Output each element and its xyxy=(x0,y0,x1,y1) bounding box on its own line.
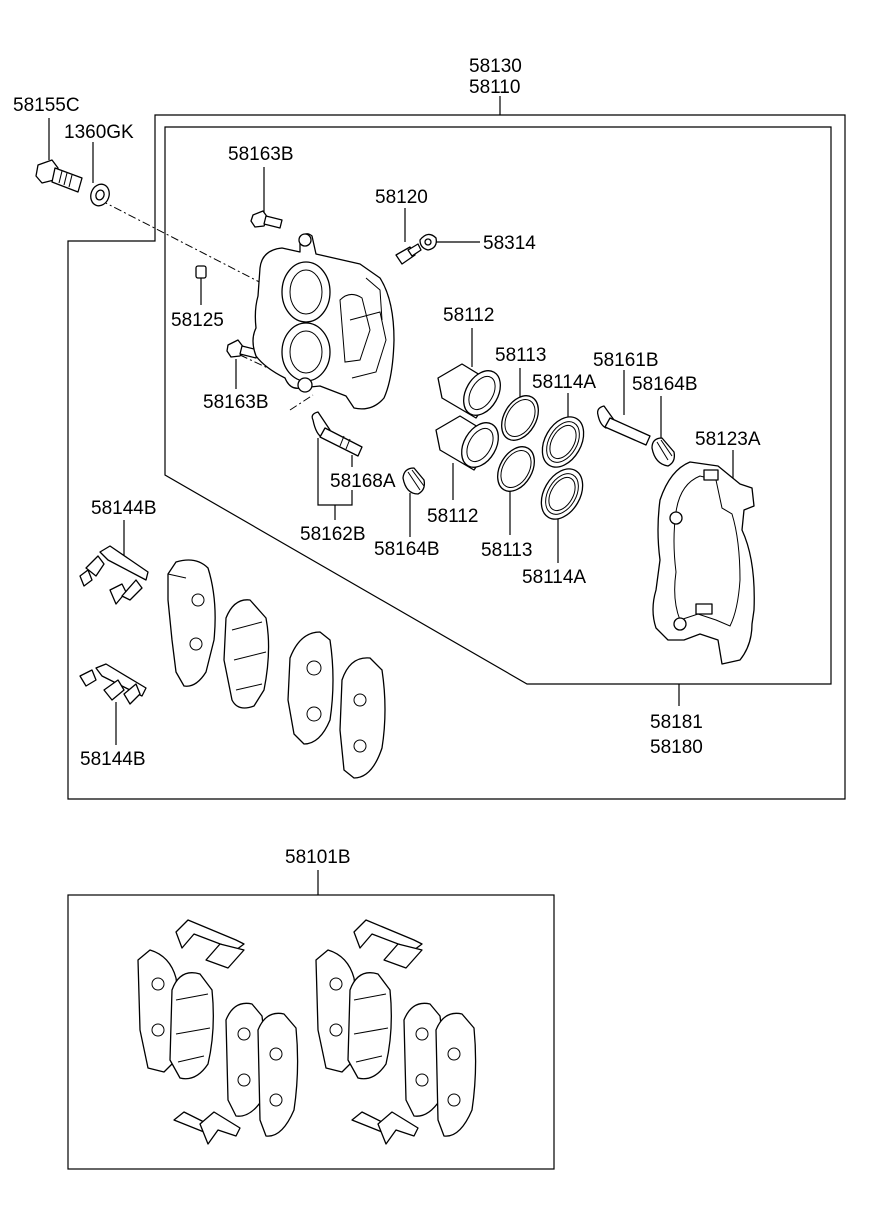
pad-kit-frame xyxy=(67,894,555,1170)
label-58114a-bot: 58114A xyxy=(522,567,586,588)
guide-pin-upper-part xyxy=(596,405,651,446)
piston-seal-top-part xyxy=(501,395,539,441)
label-58144b-bot: 58144B xyxy=(80,749,146,770)
label-58123a: 58123A xyxy=(695,429,761,450)
label-58113-top: 58113 xyxy=(495,345,546,366)
guide-bolt-top-part xyxy=(250,210,283,229)
dust-boot-bottom-part xyxy=(540,468,584,520)
brake-pad-2-part xyxy=(223,599,270,709)
label-58130: 58130 xyxy=(469,56,522,77)
pad-kit-left-set xyxy=(137,919,299,1145)
label-58112-top: 58112 xyxy=(443,305,494,326)
pad-kit-right-set xyxy=(315,919,477,1145)
label-58164b-right: 58164B xyxy=(632,374,698,395)
label-58314: 58314 xyxy=(483,233,536,254)
label-58144b-top: 58144B xyxy=(91,498,157,519)
bleeder-cap-part xyxy=(419,233,437,251)
washer-part xyxy=(90,183,110,207)
guide-bolt-bottom-part xyxy=(226,339,259,359)
pin-boot-mid-part xyxy=(402,467,426,495)
piston-top-part xyxy=(437,363,501,419)
label-58114a-top: 58114A xyxy=(532,372,596,393)
dust-boot-top-part xyxy=(541,416,585,468)
label-1360gk: 1360GK xyxy=(64,122,134,143)
bleeder-screw-part xyxy=(395,243,422,265)
label-58180: 58180 xyxy=(650,737,703,758)
alignment-line-pin xyxy=(289,394,314,411)
brake-pad-4-part xyxy=(339,657,386,779)
label-58125: 58125 xyxy=(171,310,224,331)
label-58164b-mid: 58164B xyxy=(374,539,440,560)
small-plug-part xyxy=(195,265,207,279)
label-58163b-bot: 58163B xyxy=(203,392,269,413)
alignment-line-bolt xyxy=(99,199,276,291)
piston-bottom-part xyxy=(435,415,499,471)
caliper-housing-part xyxy=(252,233,395,410)
label-58101b: 58101B xyxy=(285,847,351,868)
pin-boot-right-part xyxy=(651,437,676,467)
label-58110: 58110 xyxy=(469,77,520,98)
brake-pad-3-part xyxy=(287,631,334,745)
label-58113-bot: 58113 xyxy=(481,540,532,561)
label-58120: 58120 xyxy=(375,187,428,208)
label-58112-bot: 58112 xyxy=(427,506,478,527)
outer-assembly-frame xyxy=(67,114,846,800)
label-58181: 58181 xyxy=(650,712,703,733)
caliper-bolt-part xyxy=(35,159,83,193)
label-58161b: 58161B xyxy=(593,350,659,371)
guide-pin-lower-part xyxy=(311,411,363,457)
caliper-carrier-part xyxy=(652,461,755,665)
label-58168a: 58168A xyxy=(330,471,396,492)
pad-clip-top-part xyxy=(79,545,149,605)
label-58155c: 58155C xyxy=(13,95,80,116)
label-58163b-top: 58163B xyxy=(228,144,294,165)
piston-seal-bottom-part xyxy=(497,446,535,492)
pad-clip-bottom-part xyxy=(79,663,147,705)
brake-pad-1-part xyxy=(167,559,216,687)
label-58162b: 58162B xyxy=(300,524,366,545)
